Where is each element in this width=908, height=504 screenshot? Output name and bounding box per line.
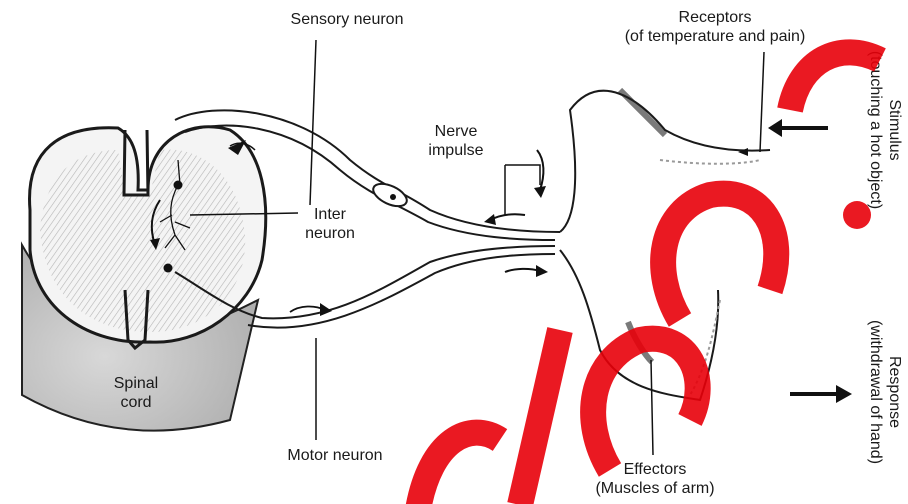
- spinal-cord-title: Spinal: [96, 374, 176, 393]
- effectors-subtitle: (Muscles of arm): [580, 479, 730, 498]
- nerve-impulse-label: Nerve impulse: [416, 122, 496, 160]
- arm-outline: [560, 52, 770, 400]
- sensory-neuron-label: Sensory neuron: [262, 10, 432, 29]
- inter-neuron-subtitle: neuron: [290, 224, 370, 243]
- stimulus-label: Stimulus (touching a hot object): [866, 20, 904, 240]
- effectors-label: Effectors (Muscles of arm): [580, 460, 730, 498]
- receptors-subtitle: (of temperature and pain): [585, 27, 845, 46]
- spinal-cord-subtitle: cord: [96, 393, 176, 412]
- response-title: Response: [885, 292, 904, 492]
- leader-lines: [310, 40, 653, 455]
- stimulus-arrow: [768, 119, 828, 137]
- response-arrow: [790, 385, 852, 403]
- effectors-title: Effectors: [580, 460, 730, 479]
- spinal-cord-label: Spinal cord: [96, 374, 176, 412]
- stimulus-title: Stimulus: [885, 20, 904, 240]
- sensory-neuron-text: Sensory neuron: [291, 11, 404, 28]
- inter-neuron-title: Inter: [290, 205, 370, 224]
- motor-neuron-label: Motor neuron: [250, 446, 420, 465]
- stimulus-subtitle: (touching a hot object): [866, 20, 885, 240]
- inter-neuron-label: Inter neuron: [290, 205, 370, 243]
- nerve-impulse-title: Nerve: [416, 122, 496, 141]
- response-subtitle: (withdrawal of hand): [866, 292, 885, 492]
- motor-neuron-text: Motor neuron: [287, 447, 382, 464]
- receptors-label: Receptors (of temperature and pain): [585, 8, 845, 46]
- receptors-title: Receptors: [585, 8, 845, 27]
- nerve-impulse-subtitle: impulse: [416, 141, 496, 160]
- response-label: Response (withdrawal of hand): [866, 292, 904, 492]
